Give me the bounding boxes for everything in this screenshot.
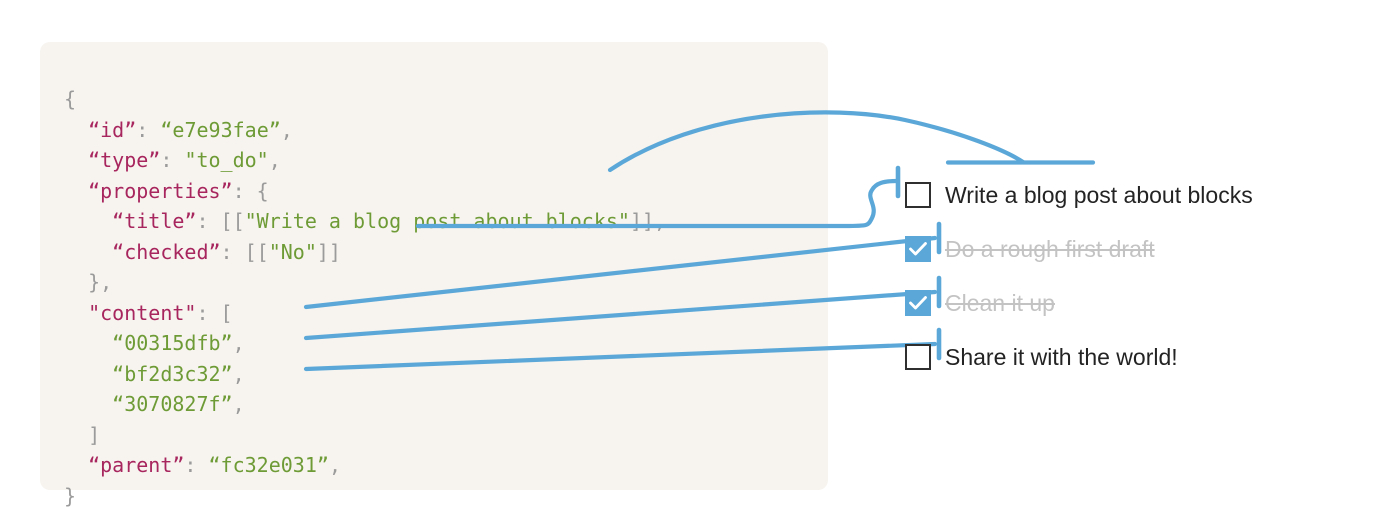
code-line-3: “properties”: { <box>64 176 666 207</box>
todo-checklist: Write a blog post about blocks Do a rough… <box>905 168 1375 384</box>
json-code-block: { “id”: “e7e93fae”, “type”: "to_do", “pr… <box>64 84 666 511</box>
code-line-10: “3070827f”, <box>64 389 666 420</box>
checklist-item-label: Do a rough first draft <box>945 235 1155 262</box>
code-line-7: "content": [ <box>64 298 666 329</box>
code-token-pun <box>64 301 88 325</box>
code-token-pun <box>64 118 88 142</box>
code-token-pun: , <box>280 117 293 142</box>
code-token-pun: } <box>64 483 77 508</box>
code-token-str: "No" <box>268 239 317 264</box>
code-token-pun <box>64 209 112 233</box>
code-token-key: "content" <box>88 300 197 325</box>
code-line-12: “parent”: “fc32e031”, <box>64 450 666 481</box>
code-token-pun <box>64 453 88 477</box>
checkbox-unchecked-icon[interactable] <box>905 344 931 370</box>
checkbox-checked-icon[interactable] <box>905 236 931 262</box>
code-line-5: “checked”: [["No"]] <box>64 237 666 268</box>
code-token-key: “properties” <box>88 178 233 203</box>
code-token-pun <box>64 240 112 264</box>
code-line-11: ] <box>64 420 666 451</box>
code-token-pun: , <box>232 392 245 416</box>
checklist-item[interactable]: Share it with the world! <box>905 330 1375 384</box>
code-token-str: “fc32e031” <box>208 453 329 477</box>
code-token-key: “title” <box>112 209 197 233</box>
code-line-4: “title”: [["Write a blog post about bloc… <box>64 206 666 237</box>
checklist-item[interactable]: Clean it up <box>905 276 1375 330</box>
code-token-pun: : [[ <box>220 239 269 264</box>
code-line-6: }, <box>64 267 666 298</box>
code-token-pun: : { <box>232 178 269 203</box>
code-token-pun <box>64 392 112 416</box>
code-token-pun: }, <box>64 270 113 294</box>
checklist-item-label: Share it with the world! <box>945 343 1178 370</box>
code-token-str: “bf2d3c32” <box>112 361 233 386</box>
code-token-pun: , <box>232 361 245 386</box>
checklist-item-label: Clean it up <box>945 289 1055 316</box>
code-token-key: “parent” <box>88 453 185 477</box>
checklist-item-label: Write a blog post about blocks <box>945 181 1253 208</box>
checklist-item[interactable]: Write a blog post about blocks <box>905 168 1375 222</box>
code-token-pun: ]], <box>629 209 667 233</box>
code-token-pun: , <box>328 453 341 477</box>
code-token-pun: , <box>232 331 245 355</box>
code-token-pun: : <box>136 117 161 142</box>
checklist-item[interactable]: Do a rough first draft <box>905 222 1375 276</box>
code-line-1: “id”: “e7e93fae”, <box>64 115 666 146</box>
code-token-key: “type” <box>88 148 161 172</box>
code-line-8: “00315dfb”, <box>64 328 666 359</box>
code-token-pun <box>64 362 112 386</box>
checkbox-checked-icon[interactable] <box>905 290 931 316</box>
code-token-pun: { <box>64 87 77 111</box>
code-line-2: “type”: "to_do", <box>64 145 666 176</box>
code-line-0: { <box>64 84 666 115</box>
checkbox-unchecked-icon[interactable] <box>905 182 931 208</box>
code-token-pun: ]] <box>316 239 341 264</box>
code-token-pun: : [[ <box>196 209 245 233</box>
code-token-pun: : [ <box>196 300 233 325</box>
code-token-pun <box>64 179 88 203</box>
code-token-str: “00315dfb” <box>112 331 233 355</box>
code-token-pun: : <box>160 148 185 172</box>
code-token-str: "to_do" <box>184 148 269 172</box>
code-token-pun: ] <box>64 422 101 447</box>
code-line-13: } <box>64 481 666 512</box>
code-line-9: “bf2d3c32”, <box>64 359 666 390</box>
code-token-key: “checked” <box>112 239 221 264</box>
code-token-str: “e7e93fae” <box>160 117 281 142</box>
code-token-str: "Write a blog post about blocks" <box>244 209 630 233</box>
code-token-str: “3070827f” <box>112 392 233 416</box>
code-token-pun: , <box>268 148 281 172</box>
code-token-pun <box>64 331 112 355</box>
code-token-key: “id” <box>88 117 137 142</box>
json-code-panel: { “id”: “e7e93fae”, “type”: "to_do", “pr… <box>40 42 828 508</box>
code-token-pun: : <box>184 453 209 477</box>
code-token-pun <box>64 148 88 172</box>
